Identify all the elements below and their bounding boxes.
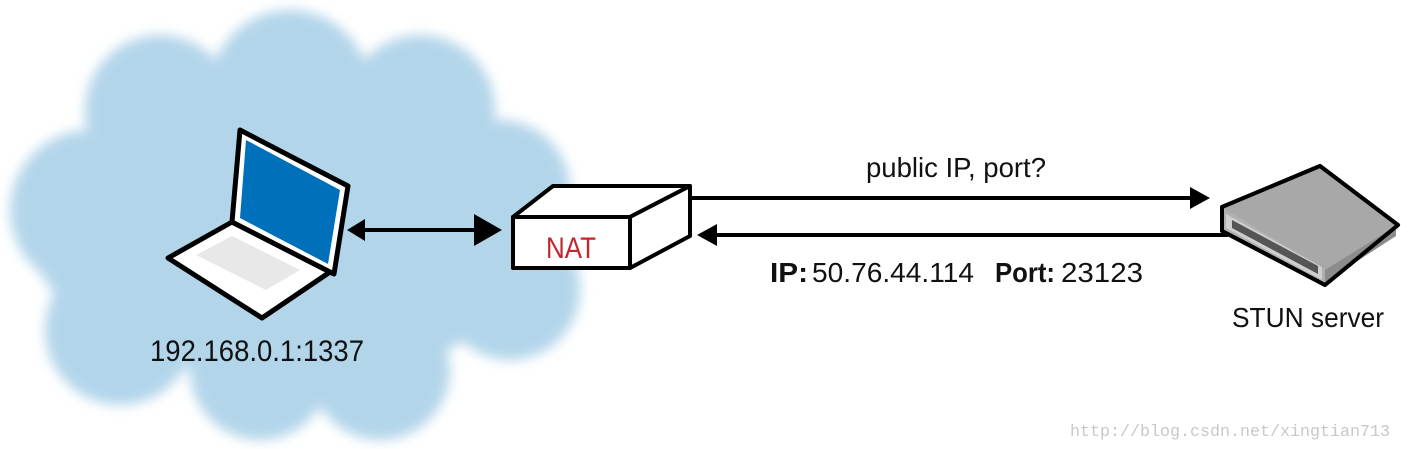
request-label: public IP, port? bbox=[866, 152, 1046, 183]
laptop-icon bbox=[165, 127, 351, 321]
nat-device-icon bbox=[511, 184, 692, 270]
local-network-cloud bbox=[10, 10, 580, 440]
watermark: http://blog.csdn.net/xingtian713 bbox=[1070, 423, 1390, 442]
server-label: STUN server bbox=[1232, 302, 1384, 333]
ip-key: IP: bbox=[770, 257, 808, 288]
stun-server-icon bbox=[1220, 164, 1400, 287]
port-value: 23123 bbox=[1061, 257, 1143, 288]
nat-label: NAT bbox=[546, 232, 596, 265]
port-key: Port: bbox=[995, 257, 1055, 288]
ip-value: 50.76.44.114 bbox=[812, 257, 974, 288]
client-address-label: 192.168.0.1:1337 bbox=[150, 335, 364, 368]
response-label: IP: 50.76.44.114 Port: 23123 bbox=[770, 257, 1143, 288]
